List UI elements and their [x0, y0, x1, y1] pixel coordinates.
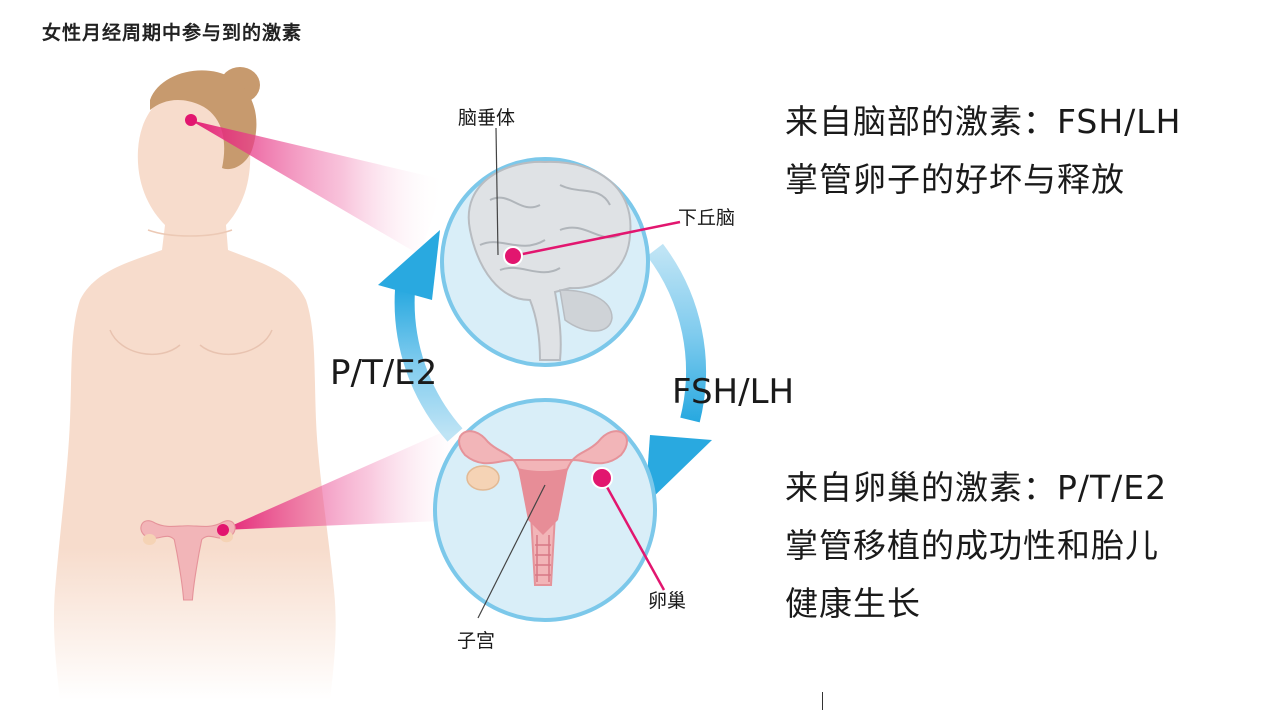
- arrow-up-p-t-e2: [378, 230, 463, 442]
- info-ovary-line2: 掌管移植的成功性和胎儿: [785, 526, 1159, 565]
- page-title: 女性月经周期中参与到的激素: [42, 22, 303, 44]
- hypothalamus-label: 下丘脑: [678, 207, 736, 229]
- uterus-label: 子宫: [457, 630, 496, 652]
- brain-icon: [467, 160, 632, 361]
- hypothalamus-pointer-line: [512, 220, 681, 258]
- hair-bun: [150, 67, 260, 170]
- pituitary-label: 脑垂体: [458, 107, 516, 129]
- brain-circle: [440, 127, 681, 367]
- info-ovary-line3: 健康生长: [785, 584, 921, 623]
- arrow-label-p-t-e2: P/T/E2: [330, 353, 438, 393]
- uterus-pointer-line: [477, 484, 546, 619]
- info-ovary-block: 来自卵巢的激素：P/T/E2 掌管移植的成功性和胎儿 健康生长: [785, 459, 1167, 633]
- beam-body-to-uterus: [222, 420, 470, 530]
- arrow-down-fsh-lh: [645, 243, 712, 505]
- info-ovary-line1: 来自卵巢的激素：P/T/E2: [785, 468, 1168, 507]
- ovary-label: 卵巢: [648, 590, 687, 612]
- left-ovary-icon: [466, 465, 500, 491]
- uterus-circle: [433, 398, 666, 622]
- female-body-silhouette: [53, 90, 336, 700]
- info-brain-line1: 来自脑部的激素：FSH/LH: [785, 102, 1182, 141]
- beam-head-to-brain: [190, 120, 445, 255]
- text-cursor: [822, 692, 823, 710]
- arrow-label-fsh-lh: FSH/LH: [672, 372, 795, 412]
- uterus-icon: [458, 430, 628, 586]
- info-brain-block: 来自脑部的激素：FSH/LH 掌管卵子的好坏与释放: [785, 93, 1181, 209]
- info-brain-line2: 掌管卵子的好坏与释放: [785, 160, 1125, 199]
- pituitary-pointer-line: [495, 127, 499, 256]
- ovary-pointer-line: [600, 477, 666, 591]
- small-uterus-on-body: [140, 520, 236, 601]
- hypothalamus-dot: [503, 246, 523, 266]
- ovary-marker-dot: [217, 524, 229, 536]
- head-marker-dot: [185, 114, 197, 126]
- right-ovary-dot: [591, 467, 613, 489]
